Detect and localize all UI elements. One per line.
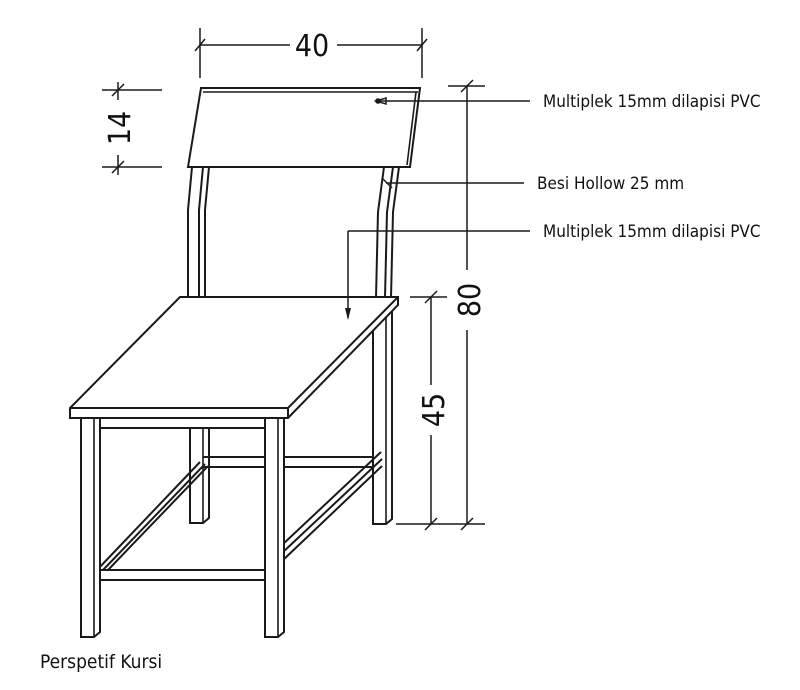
callout-backrest-label: Multiplek 15mm dilapisi PVC [543,92,761,112]
callout-leader-frame [381,177,524,189]
dimension-width-label: 40 [295,29,329,64]
lower-frame-rails [93,427,383,581]
rear-left-leg [187,166,210,524]
dimension-total-height-80: 80 [448,79,488,531]
front-right-leg [264,418,285,638]
callout-seat-label: Multiplek 15mm dilapisi PVC [543,222,761,242]
dimension-width-40: 40 [194,28,428,78]
front-left-leg [80,418,101,638]
drawing-caption: Perspetif Kursi [40,651,162,673]
dimension-seat-height-label: 45 [417,393,452,427]
backrest-panel [186,87,422,168]
callout-leader-seat [345,230,530,320]
seat-panel [69,296,399,419]
dimension-backrest-height-label: 14 [103,111,138,145]
callout-frame-label: Besi Hollow 25 mm [537,174,684,194]
dimension-total-height-label: 80 [453,283,488,317]
dimension-backrest-height-14: 14 [102,82,162,175]
dimension-seat-height-45: 45 [396,290,485,531]
rear-right-leg [372,166,400,525]
callout-leader-backrest [373,96,530,106]
